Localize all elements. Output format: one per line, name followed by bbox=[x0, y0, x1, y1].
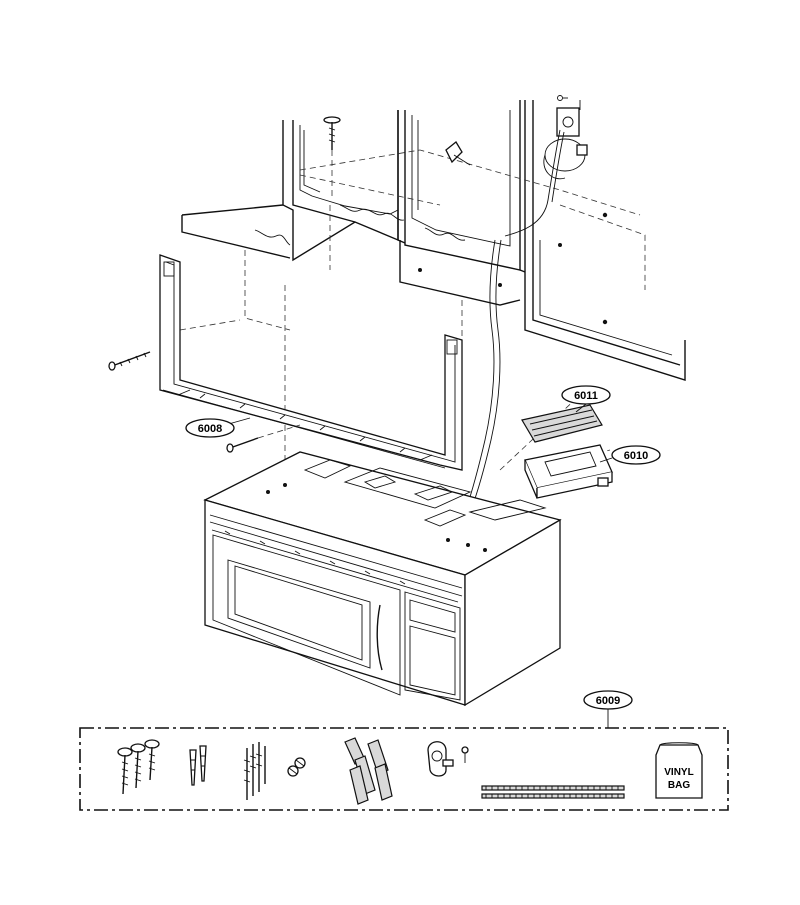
callout-6010: 6010 bbox=[599, 445, 661, 465]
screw-strip-icon bbox=[481, 785, 625, 799]
callout-6009: 6009 bbox=[583, 690, 633, 710]
wall-cabinets bbox=[179, 100, 686, 490]
mounting-bolt-icon bbox=[108, 351, 151, 371]
microwave-oven bbox=[203, 451, 562, 707]
vinyl-bag-label-line2: BAG bbox=[668, 780, 690, 791]
callout-6008: 6008 bbox=[185, 417, 251, 438]
damper-housing bbox=[524, 444, 613, 499]
wood-screw-icon bbox=[117, 739, 160, 795]
callout-label: 6010 bbox=[624, 450, 648, 462]
toggle-wing-icon bbox=[344, 737, 393, 805]
vinyl-bag-label-line1: VINYL bbox=[664, 767, 693, 778]
cabinet-screw-icon bbox=[323, 116, 341, 200]
callout-label: 6011 bbox=[574, 390, 598, 402]
mounting-screw-icon bbox=[226, 424, 301, 453]
long-bolt-icon bbox=[243, 742, 266, 800]
small-screw-icon bbox=[287, 757, 306, 777]
wall-anchor-icon bbox=[189, 745, 207, 786]
callout-label: 6008 bbox=[198, 423, 222, 435]
cord-clamp-icon bbox=[427, 741, 469, 777]
callout-6011: 6011 bbox=[561, 385, 611, 413]
wall-outlet bbox=[556, 95, 580, 137]
vinyl-bag-icon: VINYL BAG bbox=[655, 742, 703, 799]
mounting-plate bbox=[159, 254, 463, 471]
installation-kit-box bbox=[79, 705, 729, 811]
power-cord bbox=[461, 129, 588, 523]
callout-label: 6009 bbox=[596, 695, 620, 707]
damper-plate bbox=[521, 404, 603, 443]
toggle-bolt-icon bbox=[445, 141, 471, 166]
